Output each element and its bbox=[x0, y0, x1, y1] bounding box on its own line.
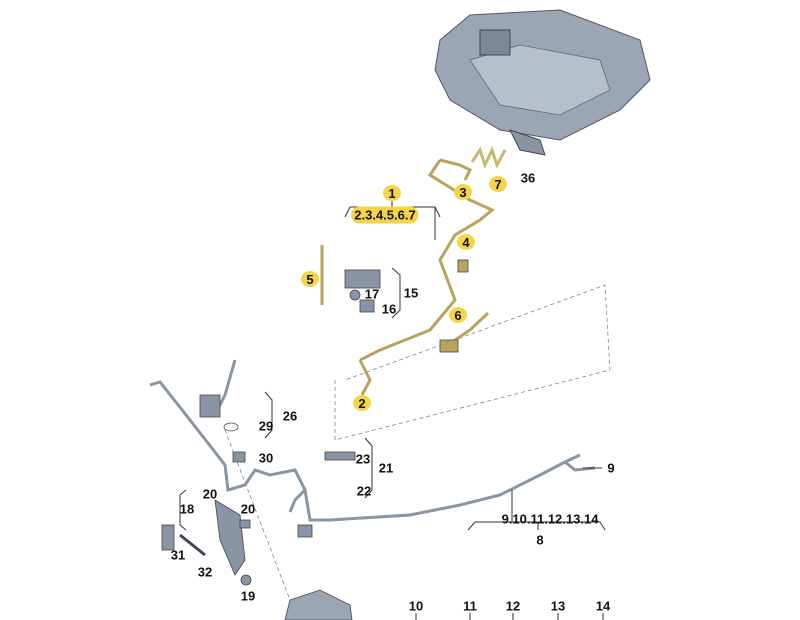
callout-36: 36 bbox=[520, 170, 536, 186]
callout-3: 3 bbox=[454, 184, 472, 200]
sensor-cable bbox=[149, 359, 596, 522]
callout-15: 15 bbox=[403, 285, 419, 301]
callout-12: 12 bbox=[505, 598, 521, 614]
callout-26: 26 bbox=[282, 408, 298, 424]
callout-18: 18 bbox=[179, 501, 195, 517]
callout-13: 13 bbox=[550, 598, 566, 614]
callout-7: 7 bbox=[489, 176, 507, 192]
callout-21: 21 bbox=[378, 460, 394, 476]
callout-31: 31 bbox=[170, 547, 186, 563]
callout-6: 6 bbox=[449, 307, 467, 323]
callout-9: 9 bbox=[607, 460, 615, 476]
callout-9-to-14: 9.10.11.12.13.14 bbox=[501, 511, 599, 527]
callout-23: 23 bbox=[355, 451, 371, 467]
fuel-tank bbox=[434, 9, 651, 156]
callout-1: 1 bbox=[383, 185, 401, 201]
callout-10: 10 bbox=[408, 598, 424, 614]
callout-19: 19 bbox=[240, 588, 256, 604]
small-parts bbox=[161, 259, 469, 620]
callout-4: 4 bbox=[457, 234, 475, 250]
callout-2-to-7: 2.3.4.5.6.7 bbox=[351, 206, 419, 224]
callout-11: 11 bbox=[463, 598, 477, 614]
callout-22: 22 bbox=[356, 483, 372, 499]
callout-32: 32 bbox=[197, 564, 213, 580]
callout-5: 5 bbox=[301, 271, 319, 287]
callout-2: 2 bbox=[353, 395, 371, 411]
callout-20: 20 bbox=[202, 486, 218, 502]
callout-20-second: 20 bbox=[240, 501, 256, 517]
callout-29: 29 bbox=[258, 418, 274, 434]
dashed-guides bbox=[224, 284, 611, 601]
callout-30: 30 bbox=[258, 450, 274, 466]
callout-8: 8 bbox=[536, 532, 544, 548]
callout-17: 17 bbox=[364, 286, 380, 302]
callout-16: 16 bbox=[381, 301, 397, 317]
callout-14: 14 bbox=[595, 598, 611, 614]
bracket-7 bbox=[470, 145, 507, 170]
